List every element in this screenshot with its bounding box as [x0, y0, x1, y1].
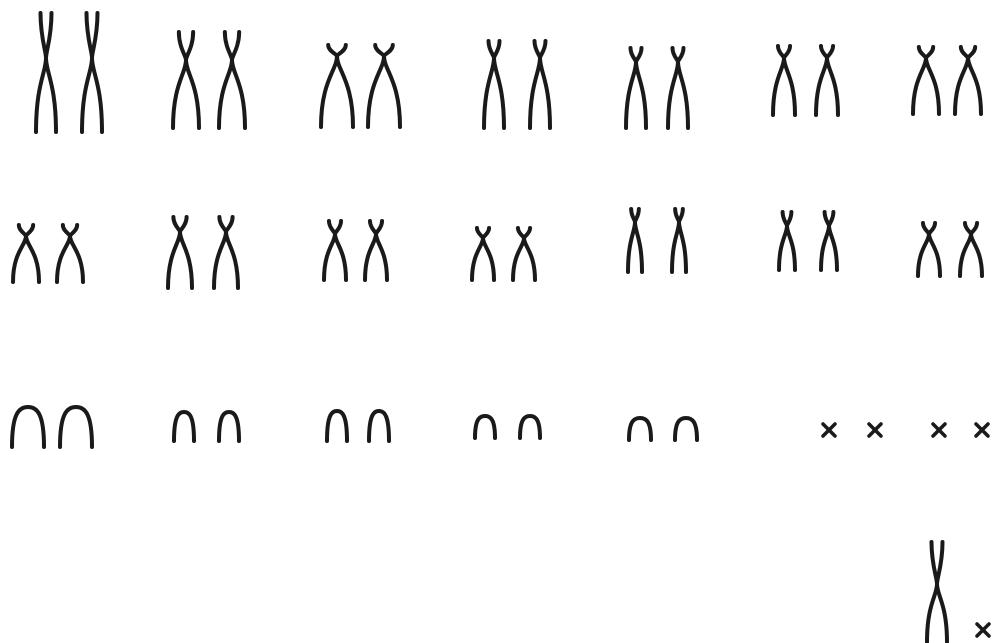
pair-8	[13, 225, 83, 282]
pair-6-chromosome-a	[773, 46, 795, 115]
pair-19-chromosome-b	[675, 418, 697, 440]
pair-14-chromosome-b	[960, 223, 982, 276]
pair-2-chromosome-a	[173, 32, 199, 128]
sex-chromosomes-xy-y-chromosome	[977, 624, 989, 636]
pair-19-chromosome-a	[629, 418, 651, 440]
pair-17-chromosome-b	[369, 411, 389, 441]
pair-16	[174, 412, 239, 441]
pair-18-chromosome-a	[475, 416, 495, 438]
pair-19	[629, 418, 697, 440]
pair-11	[472, 228, 535, 280]
sex-chromosomes-xy-x-chromosome	[927, 542, 947, 642]
pair-3-chromosome-b	[368, 45, 400, 127]
pair-16-chromosome-b	[219, 412, 239, 441]
pair-5-chromosome-b	[668, 48, 688, 128]
pair-12	[628, 209, 686, 272]
pair-1-chromosome-b	[82, 13, 102, 132]
pair-7-chromosome-a	[913, 47, 939, 114]
pair-13	[779, 212, 837, 270]
pair-20-chromosome-a	[823, 424, 835, 436]
pair-1-chromosome-a	[36, 13, 56, 132]
pair-21	[933, 424, 988, 436]
pair-21-chromosome-a	[933, 424, 945, 436]
pair-1	[36, 13, 102, 132]
pair-2-chromosome-b	[219, 32, 245, 128]
pair-20-chromosome-b	[869, 424, 881, 436]
pair-12-chromosome-b	[672, 209, 686, 272]
pair-4-chromosome-a	[484, 41, 504, 128]
pair-8-chromosome-a	[13, 225, 39, 282]
pair-17	[327, 411, 389, 441]
pair-20	[823, 424, 881, 436]
pair-11-chromosome-a	[472, 228, 494, 280]
pair-21-chromosome-b	[976, 424, 988, 436]
pair-10-chromosome-b	[365, 221, 387, 280]
pair-5	[626, 48, 688, 128]
pair-13-chromosome-a	[779, 212, 795, 270]
pair-15-chromosome-a	[12, 407, 44, 447]
pair-18	[475, 416, 540, 438]
pair-17-chromosome-a	[327, 411, 347, 441]
pair-5-chromosome-a	[626, 48, 646, 128]
pair-7-chromosome-b	[955, 47, 981, 114]
pair-8-chromosome-b	[57, 225, 83, 282]
pair-16-chromosome-a	[174, 412, 194, 441]
pair-2	[173, 32, 245, 128]
pair-6	[773, 46, 838, 115]
pair-11-chromosome-b	[513, 228, 535, 280]
pair-6-chromosome-b	[816, 46, 838, 115]
pair-4-chromosome-b	[530, 41, 550, 128]
pair-15-chromosome-b	[60, 407, 92, 447]
sex-chromosomes-xy	[927, 542, 989, 642]
pair-3-chromosome-a	[321, 45, 353, 127]
pair-15	[12, 407, 92, 447]
pair-10-chromosome-a	[324, 221, 346, 280]
pair-3	[321, 45, 400, 127]
pair-9	[168, 217, 238, 288]
pair-9-chromosome-b	[214, 217, 238, 288]
pair-7	[913, 47, 981, 114]
pair-12-chromosome-a	[628, 209, 642, 272]
pair-14	[918, 223, 982, 276]
pair-14-chromosome-a	[918, 223, 940, 276]
pair-9-chromosome-a	[168, 217, 192, 288]
pair-10	[324, 221, 387, 280]
pair-18-chromosome-b	[520, 416, 540, 438]
pair-4	[484, 41, 550, 128]
pair-13-chromosome-b	[821, 212, 837, 270]
